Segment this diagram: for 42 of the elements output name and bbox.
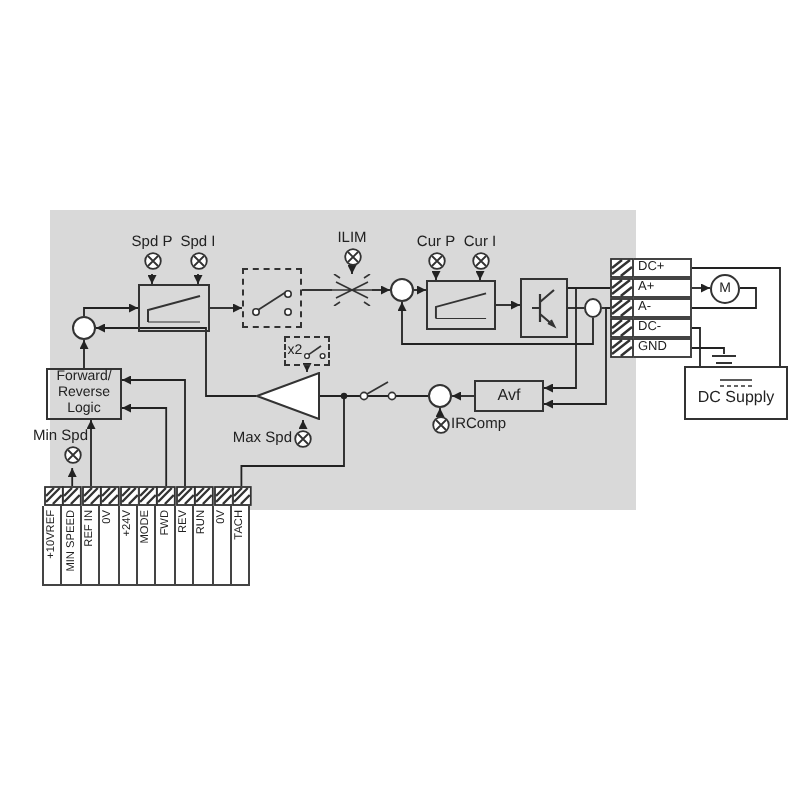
connector-line xyxy=(193,273,203,285)
connector-line xyxy=(121,375,186,487)
connector-line xyxy=(475,271,485,281)
connector-line xyxy=(209,303,243,313)
connector-line xyxy=(567,307,585,309)
logic-box: Avf xyxy=(474,380,544,412)
supply-label: DC Supply xyxy=(697,388,775,408)
connector-line xyxy=(691,267,781,367)
summing-junction xyxy=(390,278,414,302)
connector-line xyxy=(543,307,611,409)
connector-line xyxy=(601,307,611,309)
connector-line xyxy=(495,300,521,310)
connector-line xyxy=(147,273,157,285)
dc-supply-box xyxy=(684,366,788,420)
connector-line xyxy=(397,301,594,345)
connector-line xyxy=(95,323,257,397)
connector-line xyxy=(371,285,391,295)
summing-junction xyxy=(72,316,96,340)
ramp-box xyxy=(426,280,496,330)
connector-line xyxy=(543,287,611,393)
connector-line xyxy=(691,347,725,355)
connector-line xyxy=(691,327,701,367)
gain-switch-box xyxy=(284,336,330,366)
connector-line xyxy=(298,419,308,429)
connector-line xyxy=(413,285,427,295)
connector-line xyxy=(301,289,333,291)
connector-line xyxy=(691,283,711,293)
connector-line xyxy=(79,339,89,369)
connector-line xyxy=(67,467,77,487)
current-sensor xyxy=(584,298,602,318)
connector-line xyxy=(691,287,757,309)
connector-line xyxy=(431,271,441,281)
ramp-box xyxy=(138,284,210,332)
connector-line xyxy=(435,407,445,417)
connector-line xyxy=(121,403,168,487)
connector-line xyxy=(302,363,312,373)
connector-line xyxy=(347,265,357,275)
summing-junction xyxy=(428,384,452,408)
connector-line xyxy=(83,303,139,317)
connector-line xyxy=(451,391,475,401)
connector-line xyxy=(86,419,96,487)
connector-line xyxy=(240,395,345,487)
